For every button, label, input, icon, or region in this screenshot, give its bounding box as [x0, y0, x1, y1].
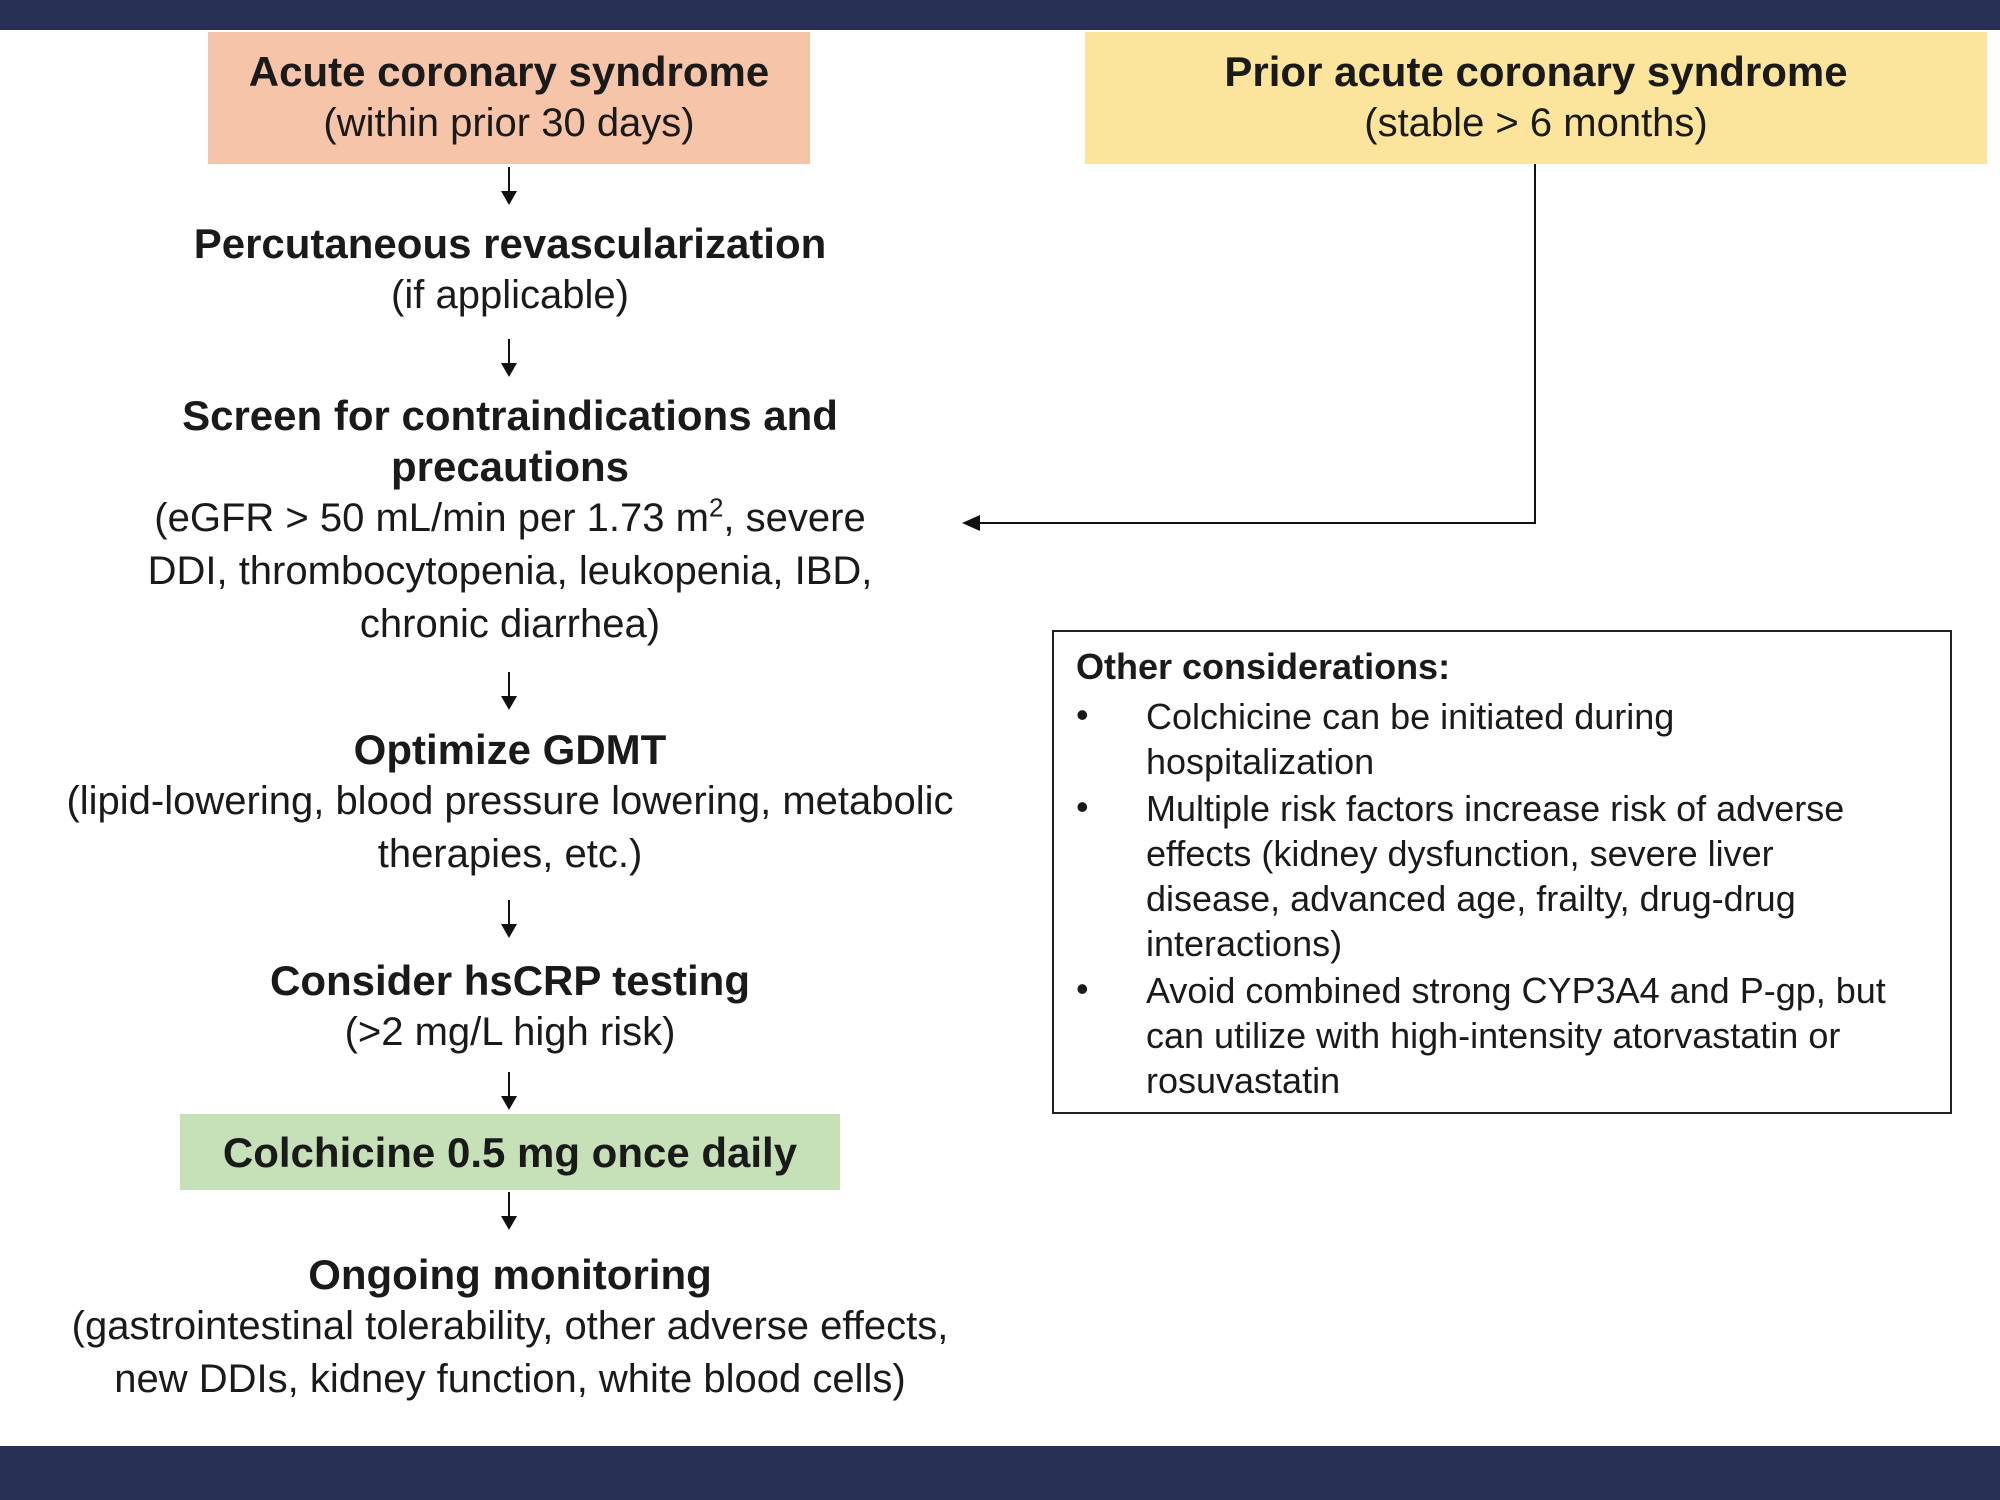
screen-detail-line1: (eGFR > 50 mL/min per 1.73 m2, severe — [0, 492, 1020, 545]
screen-detail-line3: chronic diarrhea) — [359, 602, 661, 646]
revasc-subtitle: (if applicable) — [391, 273, 629, 317]
top-banner — [0, 0, 2000, 30]
arrow-screen-to-gdmt — [501, 672, 517, 710]
consideration-1-line2: hospitalization — [1146, 741, 1375, 782]
monitoring-step: Ongoing monitoring (gastrointestinal tol… — [0, 1249, 1020, 1406]
hscrp-step: Consider hsCRP testing (>2 mg/L high ris… — [0, 955, 1020, 1059]
prior-connector-arrowhead — [962, 515, 980, 531]
prior-connector-horizontal — [978, 522, 1536, 524]
prior-connector-vertical — [1534, 164, 1536, 524]
monitoring-detail-line1: (gastrointestinal tolerability, other ad… — [71, 1304, 949, 1348]
screen-detail-line2: DDI, thrombocytopenia, leukopenia, IBD, — [147, 549, 873, 593]
consideration-2-line4: interactions) — [1146, 923, 1343, 964]
consideration-3-line3: rosuvastatin — [1146, 1060, 1341, 1101]
prior-acs-subtitle: (stable > 6 months) — [1364, 101, 1708, 145]
screen-detail-superscript: 2 — [708, 492, 724, 523]
gdmt-step: Optimize GDMT (lipid-lowering, blood pre… — [0, 724, 1020, 881]
consideration-3-line1: Avoid combined strong CYP3A4 and P-gp, b… — [1146, 970, 1886, 1011]
gdmt-title: Optimize GDMT — [353, 726, 667, 773]
revasc-title: Percutaneous revascularization — [193, 220, 827, 267]
acs-title: Acute coronary syndrome — [248, 48, 770, 95]
hscrp-detail: (>2 mg/L high risk) — [344, 1010, 676, 1054]
monitoring-detail-line2: new DDIs, kidney function, white blood c… — [114, 1357, 906, 1401]
consideration-2-line3: disease, advanced age, frailty, drug-dru… — [1146, 878, 1796, 919]
consideration-2-line1: Multiple risk factors increase risk of a… — [1146, 788, 1845, 829]
consideration-item-3: Avoid combined strong CYP3A4 and P-gp, b… — [1146, 968, 1936, 1103]
arrow-gdmt-to-hscrp — [501, 900, 517, 938]
bullet-icon: • — [1076, 786, 1089, 827]
colchicine-label: Colchicine 0.5 mg once daily — [222, 1128, 798, 1176]
consideration-item-1: Colchicine can be initiated during hospi… — [1146, 694, 1936, 784]
acs-subtitle: (within prior 30 days) — [323, 101, 695, 145]
prior-acs-title: Prior acute coronary syndrome — [1224, 48, 1848, 95]
other-considerations-title: Other considerations: — [1076, 646, 1451, 687]
prior-acs-box: Prior acute coronary syndrome (stable > … — [1085, 32, 1987, 164]
consideration-3-line2: can utilize with high-intensity atorvast… — [1146, 1015, 1841, 1056]
bottom-banner — [0, 1446, 2000, 1500]
acs-box: Acute coronary syndrome (within prior 30… — [208, 32, 810, 164]
arrow-colchicine-to-monitoring — [501, 1192, 517, 1230]
screen-detail-line1-pre: (eGFR > 50 mL/min per 1.73 m — [154, 496, 709, 540]
gdmt-detail-line1: (lipid-lowering, blood pressure lowering… — [66, 779, 954, 823]
arrow-hscrp-to-colchicine — [501, 1072, 517, 1110]
screen-detail-line1-post: , severe — [723, 496, 866, 540]
arrow-revasc-to-screen — [501, 339, 517, 377]
other-considerations-box: Other considerations: • Colchicine can b… — [1052, 630, 1952, 1114]
arrow-acs-to-revasc — [501, 167, 517, 205]
revasc-step: Percutaneous revascularization (if appli… — [0, 218, 1020, 322]
screen-title-line2: precautions — [390, 443, 630, 490]
bullet-icon: • — [1076, 694, 1089, 735]
gdmt-detail-line2: therapies, etc.) — [377, 832, 643, 876]
consideration-item-2: Multiple risk factors increase risk of a… — [1146, 786, 1936, 966]
hscrp-title: Consider hsCRP testing — [270, 957, 750, 1004]
screen-step: Screen for contraindications and precaut… — [0, 390, 1020, 651]
bullet-icon: • — [1076, 968, 1089, 1009]
screen-title-line1: Screen for contraindications and — [182, 392, 838, 439]
colchicine-box: Colchicine 0.5 mg once daily — [180, 1114, 840, 1190]
consideration-1-line1: Colchicine can be initiated during — [1146, 696, 1675, 737]
monitoring-title: Ongoing monitoring — [308, 1251, 712, 1298]
consideration-2-line2: effects (kidney dysfunction, severe live… — [1146, 833, 1774, 874]
